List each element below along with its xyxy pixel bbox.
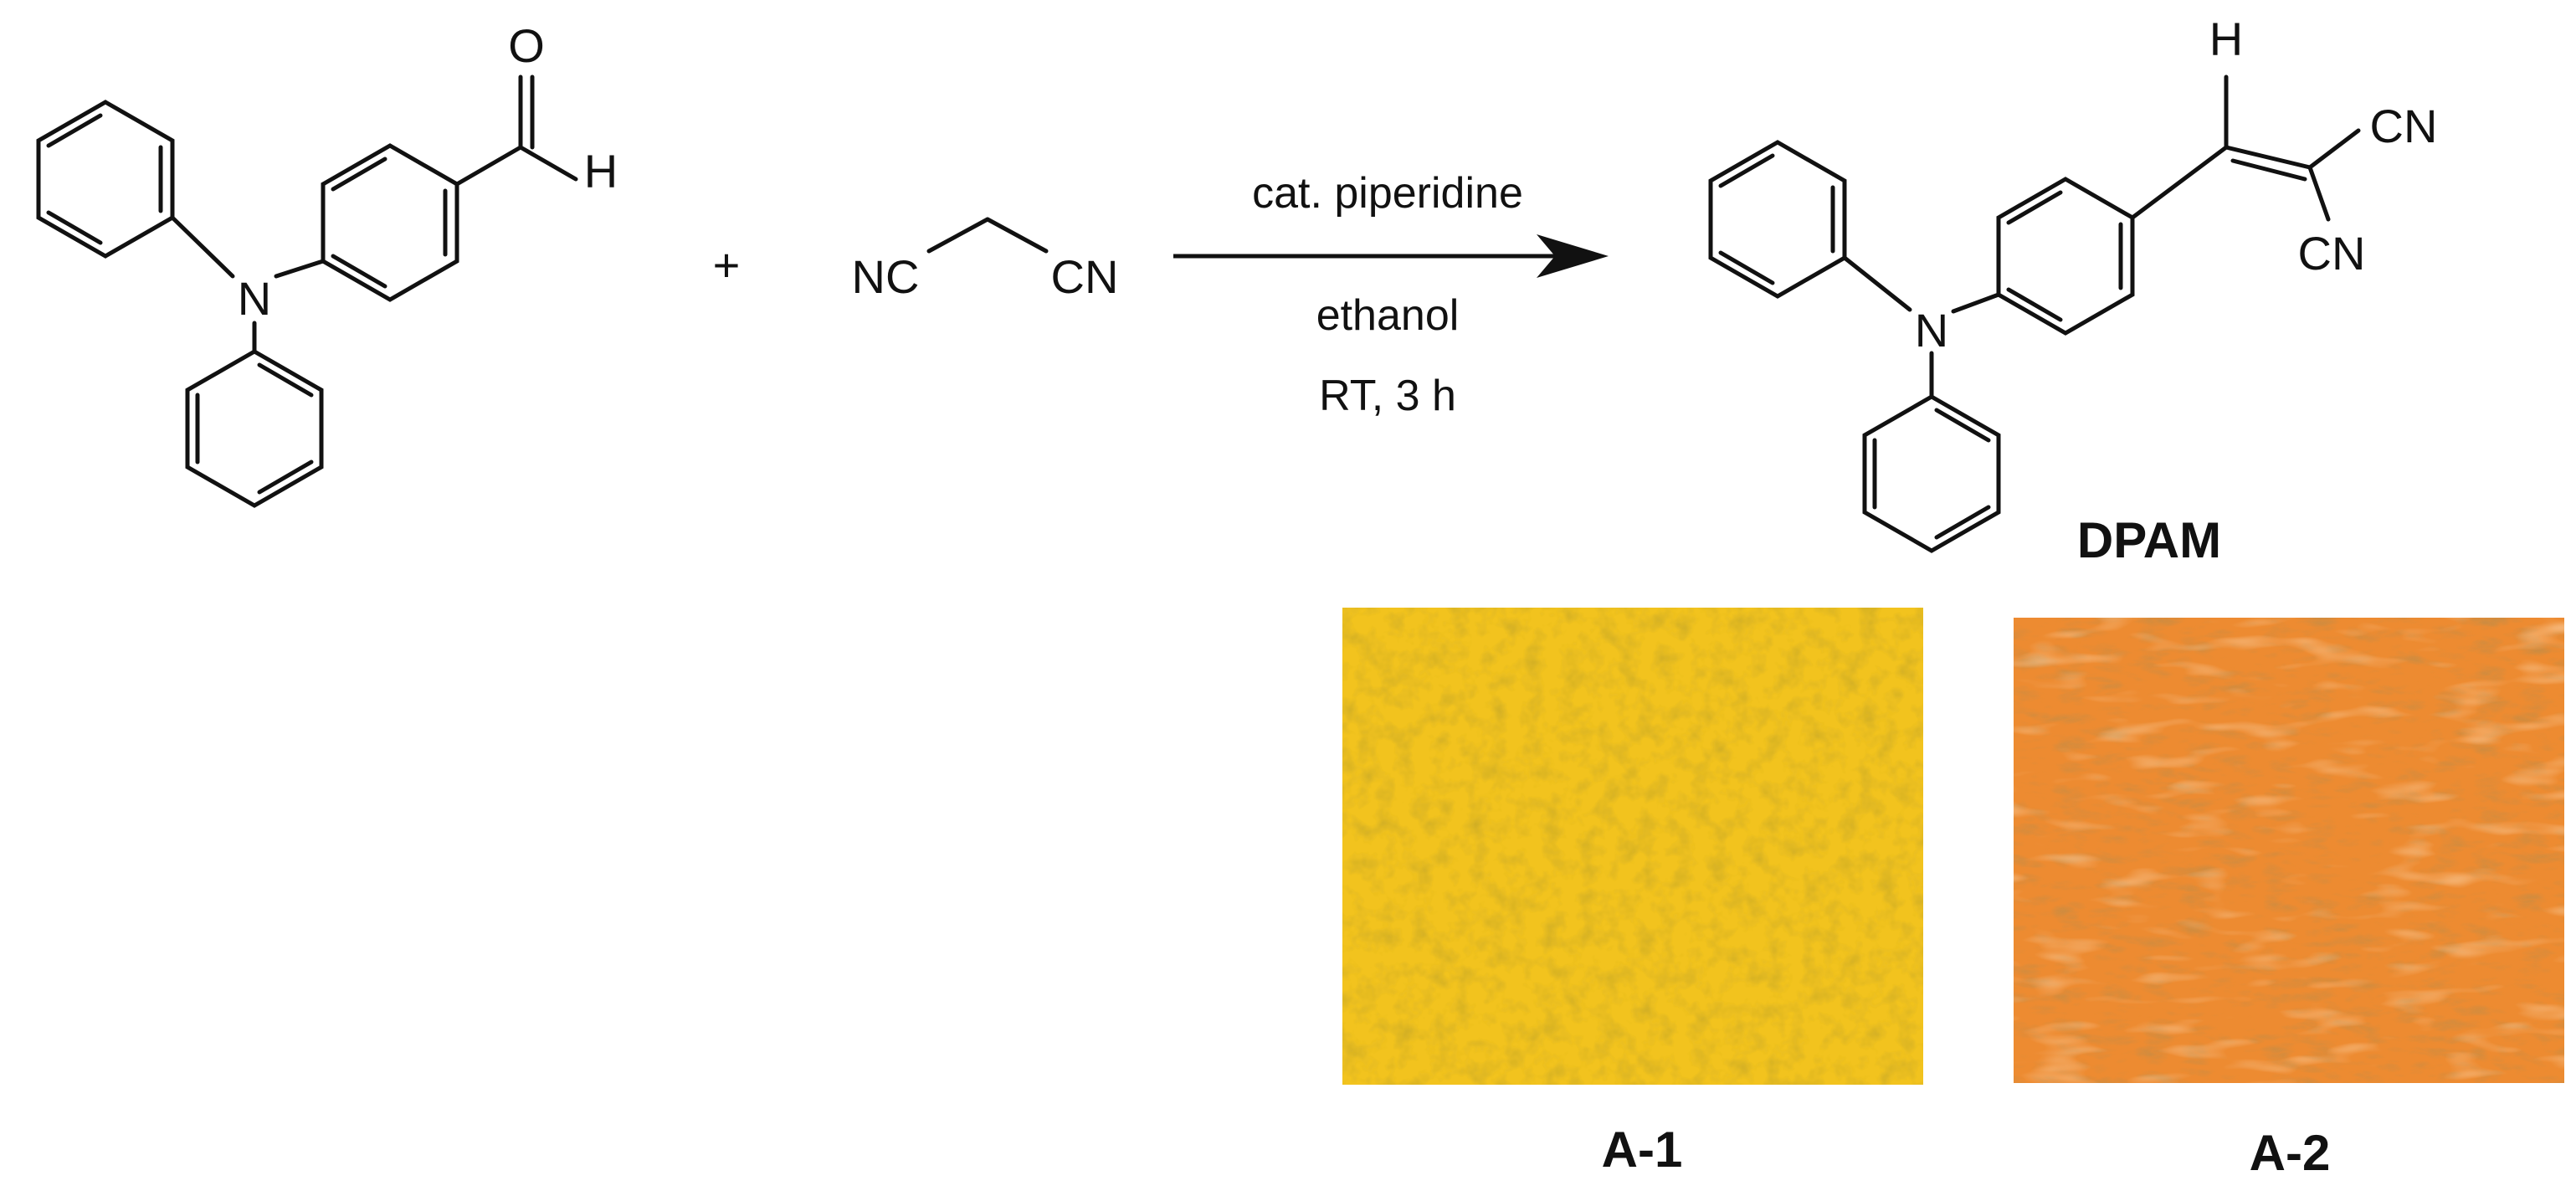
product-phenyl-ring-center bbox=[1996, 177, 2135, 336]
arrowhead-icon bbox=[1537, 234, 1609, 278]
product-cyano-bottom-label: CN bbox=[2298, 227, 2366, 280]
phenyl-ring-aldehyde bbox=[321, 143, 459, 302]
reaction-arrow bbox=[1173, 234, 1609, 278]
product-cyano-top-label: CN bbox=[2370, 100, 2438, 152]
photo-a2-orange-crystals bbox=[2014, 618, 2564, 1083]
photo-a2-label: A-2 bbox=[2250, 1125, 2331, 1181]
nitrile-left-label: NC bbox=[852, 250, 920, 303]
nitrile-right-label: CN bbox=[1051, 250, 1119, 303]
oxygen-atom-label: O bbox=[508, 19, 545, 72]
reactant-malononitrile: NC CN bbox=[852, 217, 1119, 303]
product-phenyl-ring-left bbox=[1708, 140, 1847, 299]
reactant-triphenylamine-aldehyde: N O H bbox=[36, 19, 618, 508]
product-dpam: N H CN CN bbox=[1708, 13, 2438, 553]
nitrogen-atom-label: N bbox=[238, 272, 271, 325]
product-hydrogen-label: H bbox=[2209, 13, 2243, 65]
product-phenyl-ring-bottom bbox=[1862, 394, 2001, 553]
solvent-label: ethanol bbox=[1316, 291, 1460, 340]
photo-a1-label: A-1 bbox=[1602, 1122, 1683, 1178]
plus-sign: + bbox=[713, 239, 741, 291]
product-name-label: DPAM bbox=[2077, 512, 2221, 568]
temperature-time-label: RT, 3 h bbox=[1319, 372, 1456, 420]
product-nitrogen-label: N bbox=[1915, 304, 1948, 357]
catalyst-label: cat. piperidine bbox=[1252, 169, 1523, 218]
hydrogen-atom-label: H bbox=[584, 145, 618, 198]
phenyl-ring-left bbox=[36, 100, 175, 259]
photo-a1-yellow-powder bbox=[1342, 608, 1923, 1085]
phenyl-ring-bottom bbox=[185, 349, 324, 508]
